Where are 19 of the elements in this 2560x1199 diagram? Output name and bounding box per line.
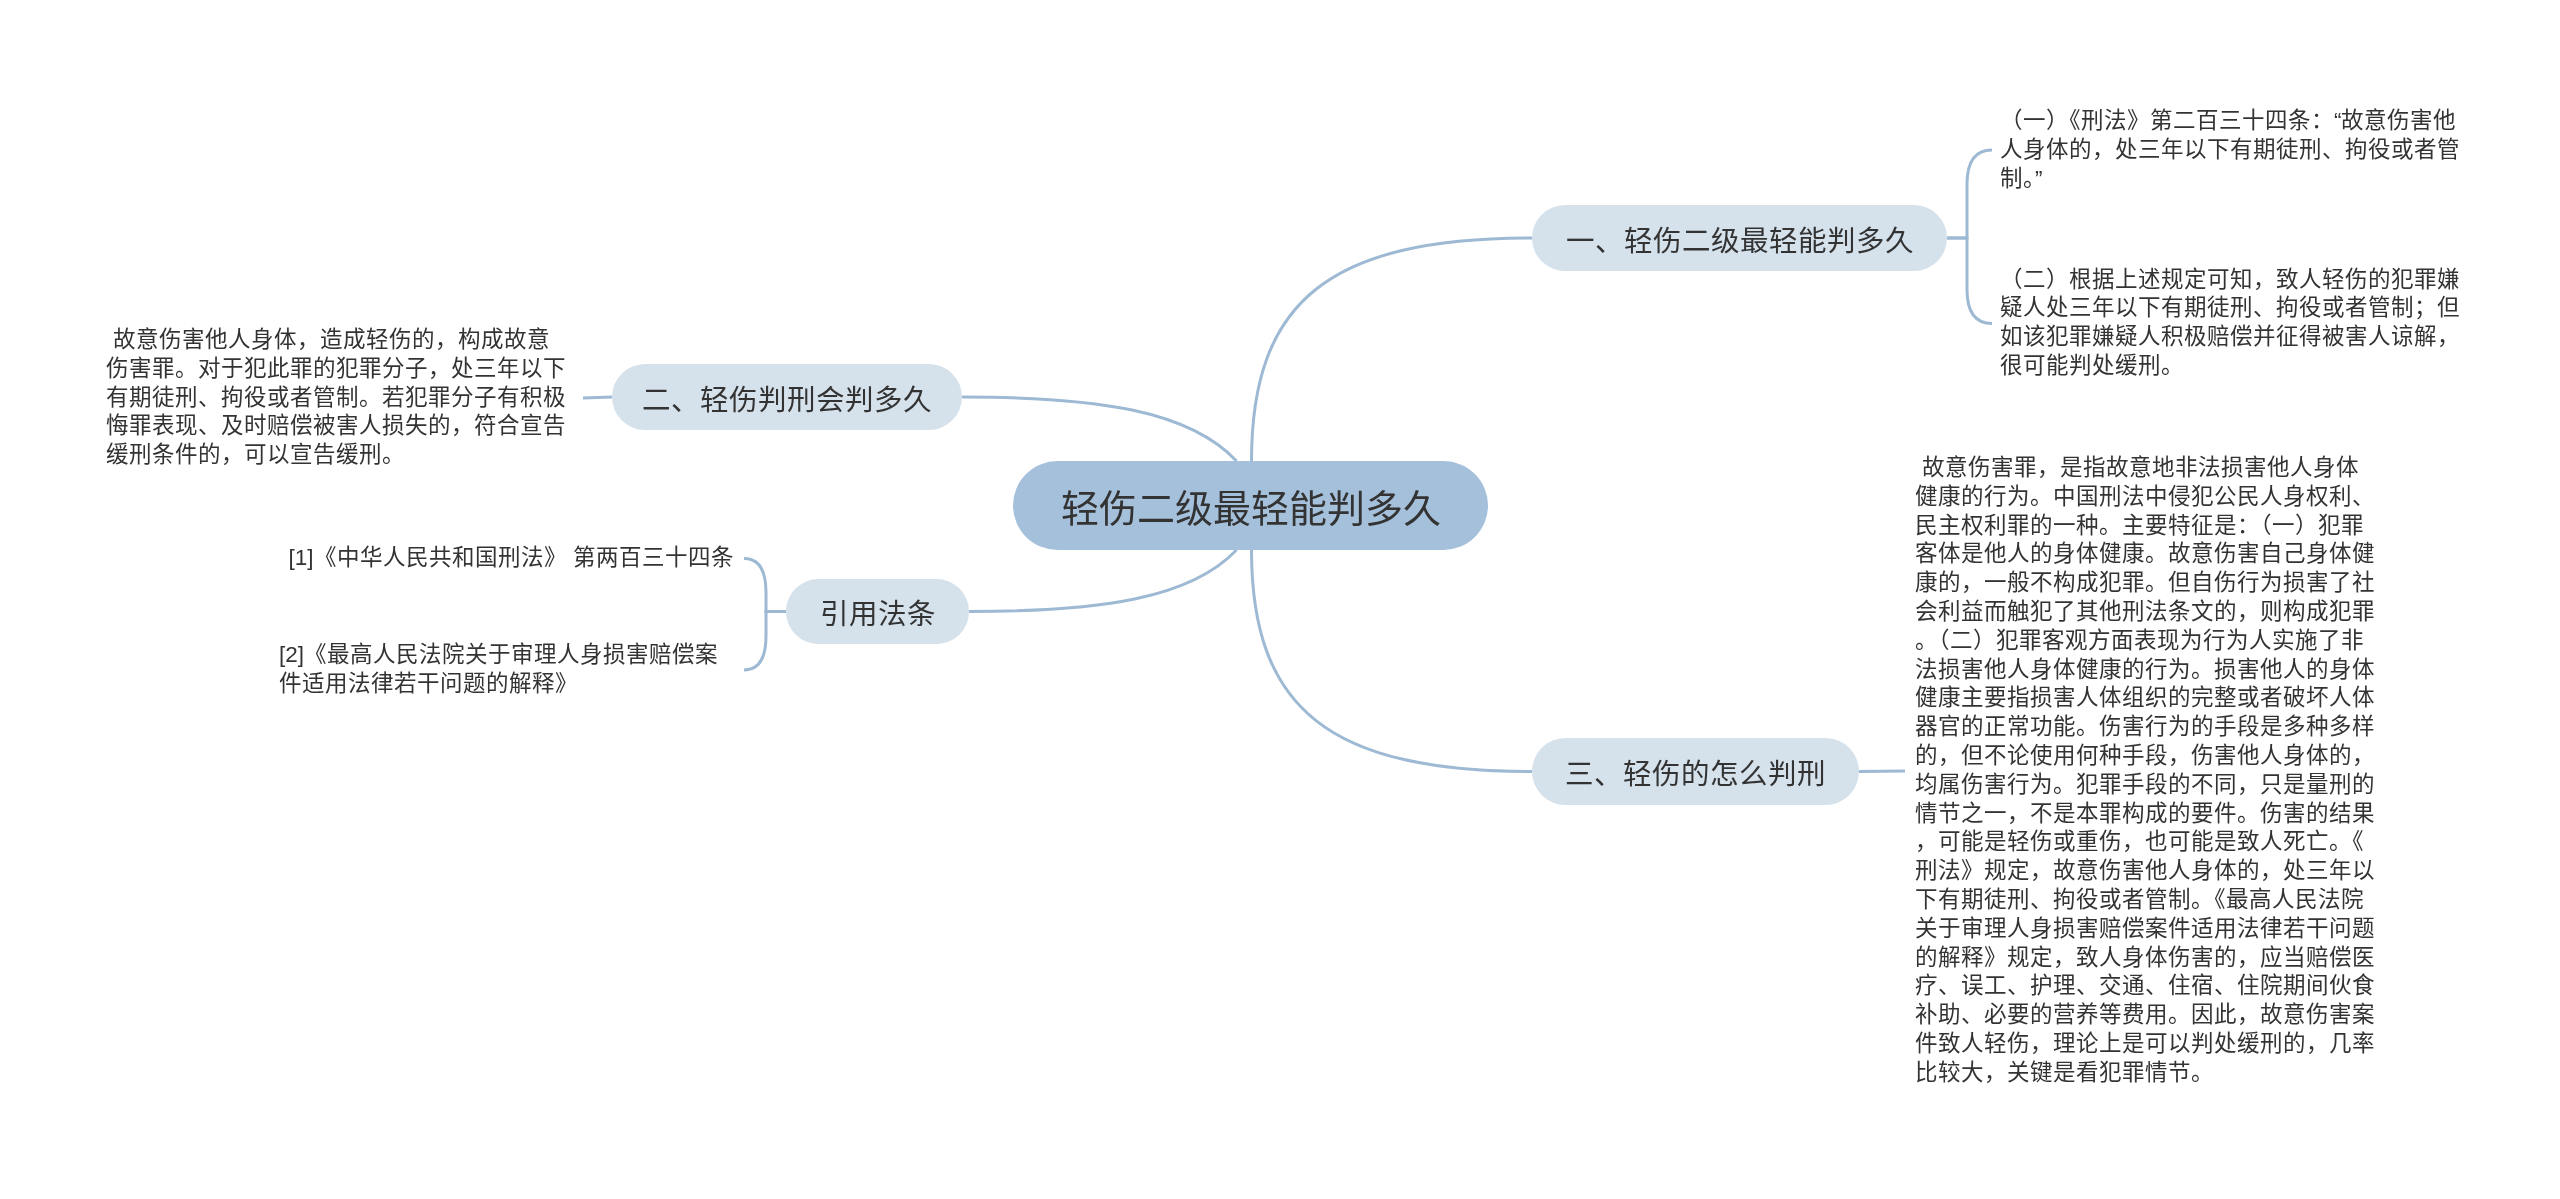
note-text: 故意伤害他人身体，造成轻伤的，构成故意伤害罪。对于犯此罪的犯罪分子，处三年以下有期徒刑、拘役或者管制。若犯罪分子有积极悔罪表现、及时赔偿被害人损失的，符合宣告缓刑条件的，可以宣告缓刑。 xyxy=(100,326,583,470)
connector-line xyxy=(1859,769,1905,773)
bracket-connector xyxy=(1947,236,1993,325)
central-topic: 轻伤二级最轻能判多久 xyxy=(1013,461,1488,550)
connector-line xyxy=(582,395,613,400)
connector-line xyxy=(962,395,1238,463)
topic-node: 引用法条 xyxy=(786,579,969,644)
topic-node: 二、轻伤判刑会判多久 xyxy=(612,364,962,430)
connector-line xyxy=(1250,549,1533,773)
note-text: （一）《刑法》第二百三十四条：“故意伤害他人身体的，处三年以下有期徒刑、拘役或者管制。” xyxy=(1992,107,2466,194)
note-text: [1]《中华人民共和国刑法》 第两百三十四条 xyxy=(277,543,744,573)
bracket-connector xyxy=(743,610,786,672)
topic-node: 一、轻伤二级最轻能判多久 xyxy=(1532,205,1947,271)
connector-line xyxy=(1250,236,1533,462)
note-text: [2]《最高人民法院关于审理人身损害赔偿案件适用法律若干问题的解释》 xyxy=(279,641,745,699)
note-text: （二）根据上述规定可知，致人轻伤的犯罪嫌疑人处三年以下有期徒刑、拘役或者管制；但如该犯罪嫌疑人积极赔偿并征得被害人谅解，很可能判处缓刑。 xyxy=(1992,265,2469,381)
connector-line xyxy=(969,548,1238,613)
topic-node: 三、轻伤的怎么判刑 xyxy=(1532,738,1859,805)
note-text: 故意伤害罪，是指故意地非法损害他人身体健康的行为。中国刑法中侵犯公民人身权利、民主权利罪的一种。主要特征是：（一）犯罪客体是他人的身体健康。故意伤害自己身体健康的，一般不构成犯罪。但自伤行为损害了社会利益而触犯了其他刑法条文的，则构成犯罪。（二）犯罪客观方面表现为行为人实施了非法损害他人身体健康的行为。损害他人的身体健康主要指损害人体组织的完整或者破坏人体器官的正常功能。伤害行为的手段是多种多样的，但不论使用何种手段，伤害他人身体的，均属伤害行为。犯罪手段的不同，只是量刑的情节之一，不是本罪构成的要件。伤害的结果，可能是轻伤或重伤，也可能是致人死亡。《刑法》规定，故意伤害他人身体的，处三年以下有期徒刑、拘役或者管制。《最高人民法院关于审理人身损害赔偿案件适用法律若干问题的解释》规定，致人身体伤害的，应当赔偿医疗、误工、护理、交通、住宿、住院期间伙食补助、必要的营养等费用。因此，故意伤害案件致人轻伤，理论上是可以判处缓刑的，几率比较大，关键是看犯罪情节。 xyxy=(1905,454,2384,1088)
